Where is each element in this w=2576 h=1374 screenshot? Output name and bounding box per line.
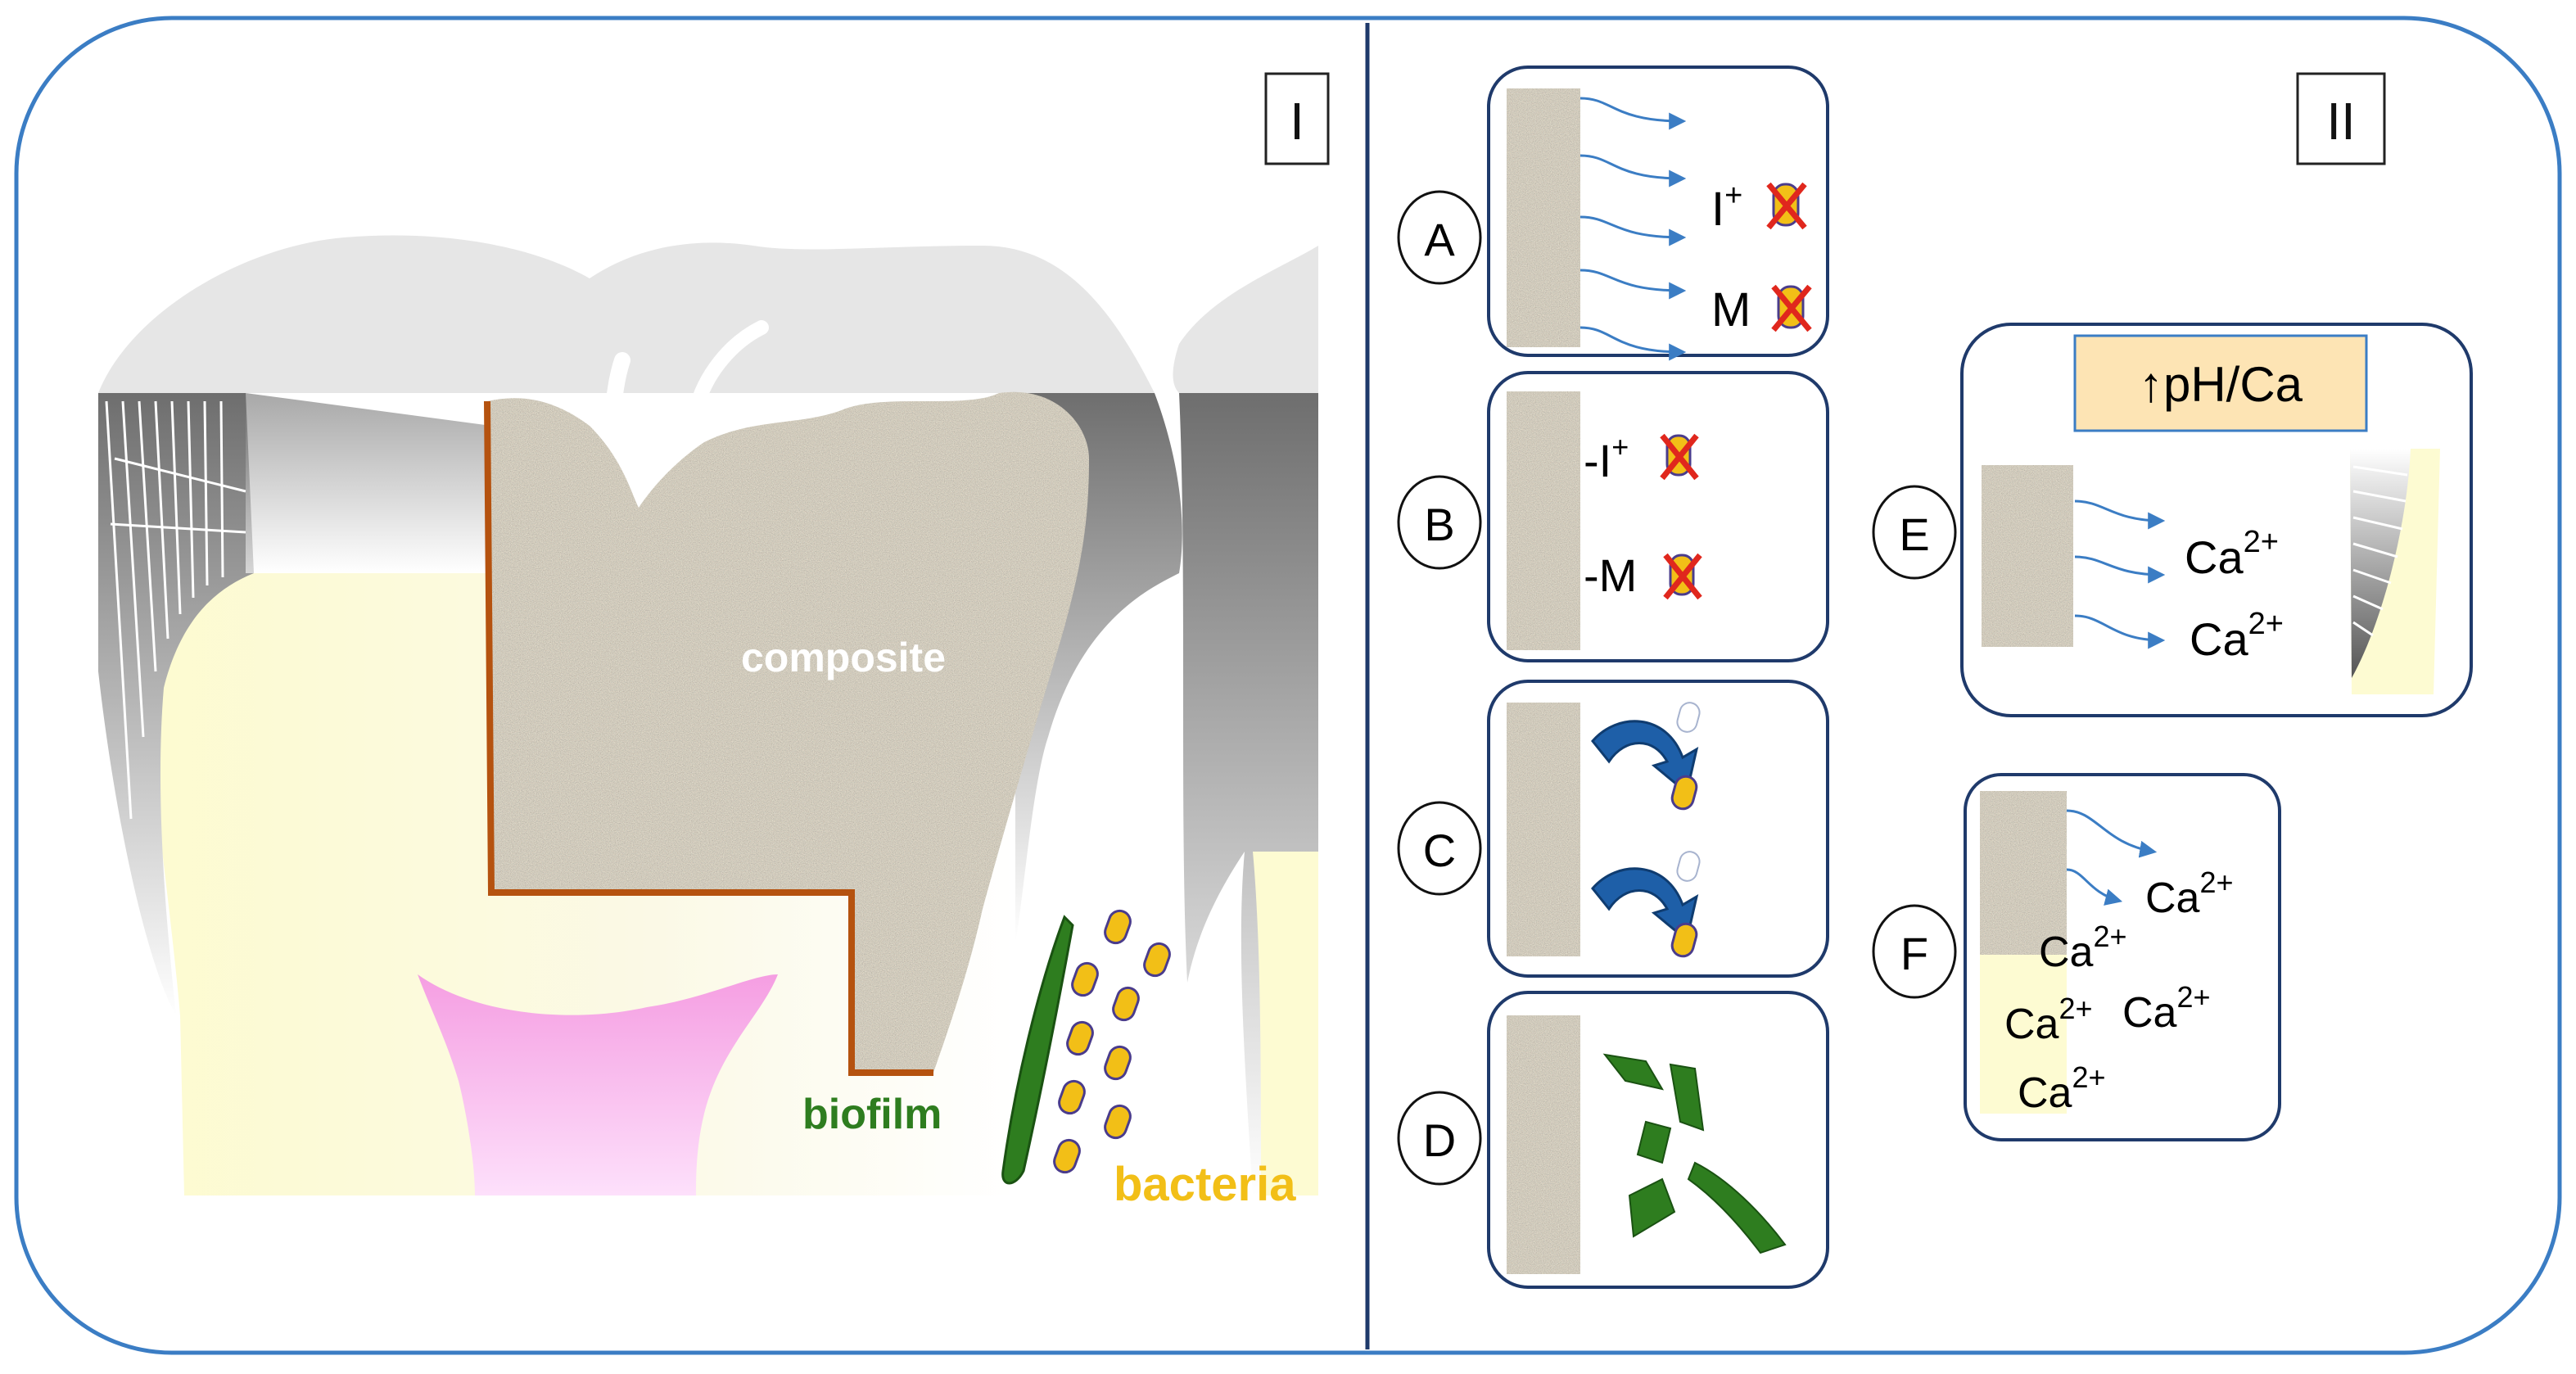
mechanism-b-composite [1507,391,1580,650]
mechanism-e-ph-label: ↑pH/Ca [2139,357,2303,412]
bacterium [1104,1104,1132,1140]
bacterium [1112,986,1140,1022]
mechanism-b-monomer-text: -M [1584,549,1637,601]
bacterium [1143,942,1171,978]
mechanism-f-ion: Ca2+ [2004,992,2093,1048]
bacterium [1058,1079,1086,1115]
mechanism-c-arrow-2 [1591,867,1699,942]
panel-ii-label: II [2326,92,2356,151]
mechanism-f-arrows [2066,809,2158,906]
bacterium [1104,1045,1132,1081]
enamel-highlight-2 [689,320,769,417]
mechanism-c-bacterium-faded [1676,851,1701,882]
mechanism-f-ion: Ca2+ [2145,866,2234,922]
mechanism-f-ion: Ca2+ [2039,920,2127,976]
mechanism-c: C [1397,680,1829,978]
mechanism-a-composite [1507,88,1580,347]
mechanism-f-tooth-substrate [1980,955,2067,1114]
composite-margin [484,400,933,1076]
bacterium [1071,961,1099,997]
mechanism-e-letter: E [1899,508,1929,560]
composite-label: composite [741,635,946,680]
mechanism-b-monomer-blocked-icon [1663,553,1702,600]
enamel-highlight-1 [604,352,630,467]
mechanism-a-letter: A [1424,214,1455,265]
mechanism-c-arrow-1 [1591,720,1699,795]
mechanism-a-monomer-text: M [1711,283,1751,337]
bacteria-cluster [1053,909,1171,1174]
mechanism-c-bacterium [1670,922,1698,958]
mechanism-c-bacterium [1670,775,1698,811]
mechanism-e-badge [1872,485,1957,580]
outer-frame [14,16,2562,1355]
mechanism-d-letter: D [1423,1114,1456,1166]
adjacent-tooth-enamel [1173,246,1318,393]
mechanism-b-letter: B [1424,499,1454,550]
enamel-prisms-left [98,393,254,1015]
panel-i-label-box [1264,72,1330,165]
bacterium [1104,909,1132,945]
mechanism-b: B -I+ -M [1397,371,1829,662]
panel-ii-label-box [2296,72,2386,165]
mechanism-a-ion-blocked-icon [1766,182,1807,230]
mechanism-e: E ↑pH/Ca Ca2+ Ca2+ [1872,323,2473,717]
mechanism-d: D [1397,991,1829,1289]
bacterium [1053,1138,1081,1174]
mechanism-e-composite [1982,465,2073,647]
mechanism-c-composite [1507,703,1580,956]
mechanism-f-ion: Ca2+ [2122,980,2211,1037]
mechanism-f: F Ca2+ Ca2+ Ca2+ Ca2+ Ca2+ [1872,773,2281,1141]
mechanism-e-ion-2: Ca2+ [2190,607,2284,665]
mechanism-e-enamel-wedge [2350,449,2411,678]
composite-restoration [487,391,1089,1073]
mechanism-b-badge [1397,475,1482,570]
mechanism-a-badge [1397,190,1482,285]
panel-i-label: I [1290,92,1304,151]
mechanism-d-badge [1397,1091,1482,1186]
mechanism-f-composite [1980,791,2067,955]
mechanism-a-ion-text: I+ [1711,179,1742,236]
enamel-inner [246,393,491,573]
pulp [418,974,778,1195]
bacteria-label: bacteria [1114,1158,1296,1211]
biofilm-layer [1001,915,1074,1185]
mechanism-f-letter: F [1900,928,1928,979]
mechanism-d-biofilm-fragments [1602,1053,1787,1254]
mechanism-a-arrows [1579,97,1687,361]
mechanism-d-composite [1507,1015,1580,1274]
prism-lines-left [105,400,246,820]
tooth-illustration: composite biofilm bacteria [98,235,1318,1211]
mechanism-e-prism-lines [2352,465,2408,637]
bacterium [1066,1020,1094,1056]
enamel-top [98,235,1155,393]
mechanism-b-ion-text: -I+ [1584,430,1629,486]
biofilm-label: biofilm [802,1091,942,1138]
mechanism-e-ph-box [2073,334,2368,432]
mechanism-c-bacterium-faded [1676,702,1701,733]
adjacent-tooth-dentin [1253,852,1318,1195]
mechanism-e-arrows [2074,499,2166,649]
mechanism-a-monomer-blocked-icon [1771,284,1812,332]
mechanism-a: A I+ M [1397,66,1829,361]
mechanism-b-ion-blocked-icon [1660,433,1699,481]
mechanism-f-ion: Ca2+ [2018,1060,2106,1117]
mechanism-f-badge [1872,904,1957,999]
mechanism-e-ion-1: Ca2+ [2185,525,2279,583]
mechanism-c-badge [1397,801,1482,896]
mechanism-c-letter: C [1423,825,1456,876]
